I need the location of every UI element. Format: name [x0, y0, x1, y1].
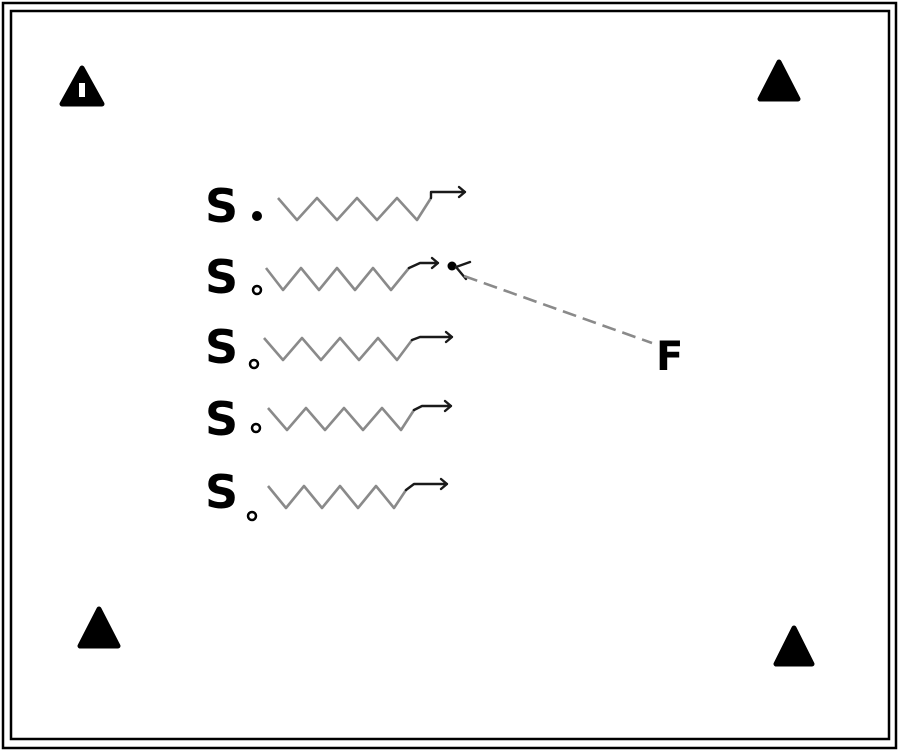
source-row: S: [205, 392, 453, 446]
arrow-icon: [407, 256, 440, 270]
source-subscript-circle: [250, 422, 262, 434]
wave-line: [263, 336, 414, 362]
arrow-icon: [429, 185, 467, 200]
wave-line: [267, 406, 416, 432]
source-subscript-dot: [252, 211, 262, 221]
source-row: S: [205, 465, 449, 522]
focus-pointer-arrowhead: [454, 260, 472, 281]
wave-line: [277, 196, 433, 222]
source-subscript-circle: [251, 284, 263, 296]
arrow-icon: [404, 477, 449, 492]
warning-triangle-icon: [773, 625, 815, 667]
source-row: S: [205, 250, 440, 304]
wave-line: [266, 484, 408, 510]
source-label: S: [205, 320, 238, 374]
source-row: S: [205, 179, 467, 233]
source-label: S: [205, 179, 238, 233]
source-subscript-circle: [248, 358, 260, 370]
wave-line: [264, 266, 411, 292]
focus-pointer: F: [447, 260, 683, 380]
arrow-icon: [410, 330, 454, 344]
corner-markers: [59, 59, 815, 667]
dashed-leader-line: [463, 274, 653, 345]
source-label: S: [205, 250, 238, 304]
source-row: S: [205, 320, 454, 374]
source-subscript-circle: [246, 510, 258, 522]
arrow-icon: [412, 399, 453, 413]
source-label: S: [205, 465, 238, 519]
source-label: S: [205, 392, 238, 446]
warning-triangle-icon: [59, 65, 105, 107]
warning-triangle-icon: [77, 606, 121, 649]
focus-label: F: [656, 334, 683, 380]
warning-triangle-icon: [757, 59, 801, 102]
focus-point: [447, 261, 457, 271]
inner-frame: [9, 9, 891, 741]
